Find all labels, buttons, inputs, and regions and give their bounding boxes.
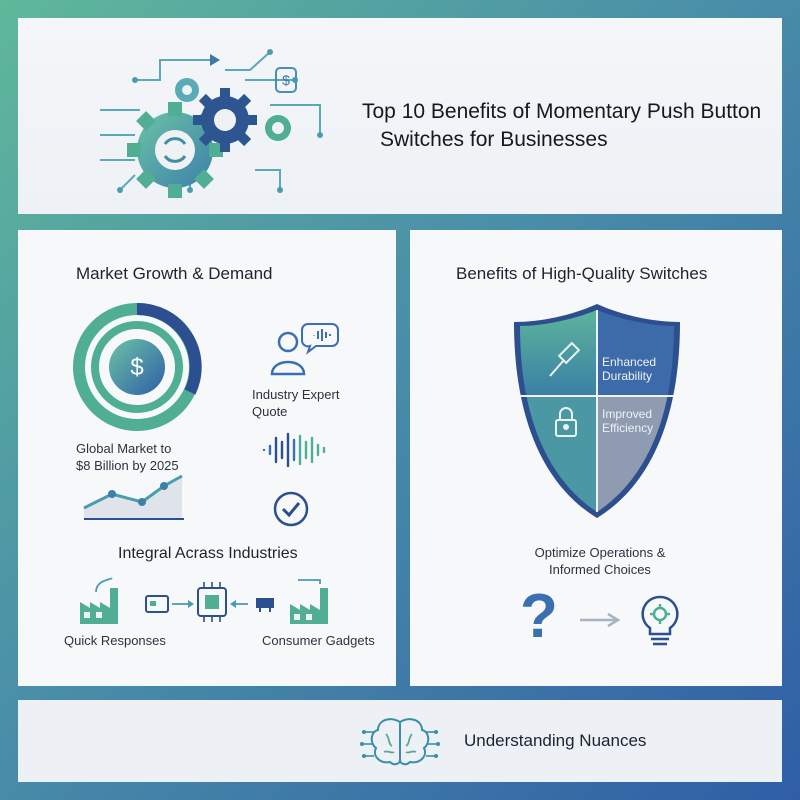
title-line-1: Top 10 Benefits of Momentary Push Button [362,100,762,123]
person-speech-icon [270,323,339,376]
factory-icon-right [290,588,328,624]
question-icon: ? [520,582,558,651]
arrow-right-icon [580,612,621,628]
industries-flow [80,577,328,624]
checkmark-icon [273,491,309,527]
expert-label: Industry Expert Quote [252,386,339,420]
industries-heading: Integral Acrass Industries [118,545,298,562]
expert-label-line-2: Quote [252,404,288,419]
shield-icon: Enhanced Durability Improved Efficiency [514,304,680,518]
donut-icon: $ [73,302,202,431]
optimize-line-2: Informed Choices [549,562,651,577]
chip-icon [197,582,227,622]
shield-bottom-line-1: Improved [602,407,652,421]
growth-chart-icon [83,474,184,520]
brain-icon [360,718,440,766]
currency-symbol: $ [130,354,143,381]
market-heading: Market Growth & Demand [76,264,273,283]
svg-text:$: $ [282,72,290,88]
market-label: Global Market to $8 Billion by 2025 [76,440,179,474]
consumer-gadgets-label: Consumer Gadgets [262,633,375,648]
factory-icon [80,588,118,624]
page-title: Top 10 Benefits of Momentary Push Button… [362,98,761,154]
lightbulb-icon [641,595,679,646]
footer-label: Understanding Nuances [464,731,647,750]
optimize-label: Optimize Operations & Informed Choices [528,544,672,578]
benefits-heading: Benefits of High-Quality Switches [456,264,708,283]
title-line-2: Switches for Businesses [380,128,608,151]
expert-label-line-1: Industry Expert [252,387,340,402]
gears-icon: $ [100,49,323,198]
lock-icon [555,407,577,437]
shield-top-line-2: Durability [602,369,652,383]
optimize-line-1: Optimize Operations & [534,545,666,560]
shield-bottom-line-2: Efficiency [602,421,653,435]
shield-top-line-1: Enhanced [602,355,656,369]
market-label-line-2: $8 Billion by 2025 [76,458,179,473]
hammer-icon [549,341,581,377]
market-label-line-1: Global Market to [76,441,172,456]
quick-responses-label: Quick Responses [64,633,166,648]
waveform-icon [262,432,326,468]
dollar-icon: $ [275,67,297,93]
